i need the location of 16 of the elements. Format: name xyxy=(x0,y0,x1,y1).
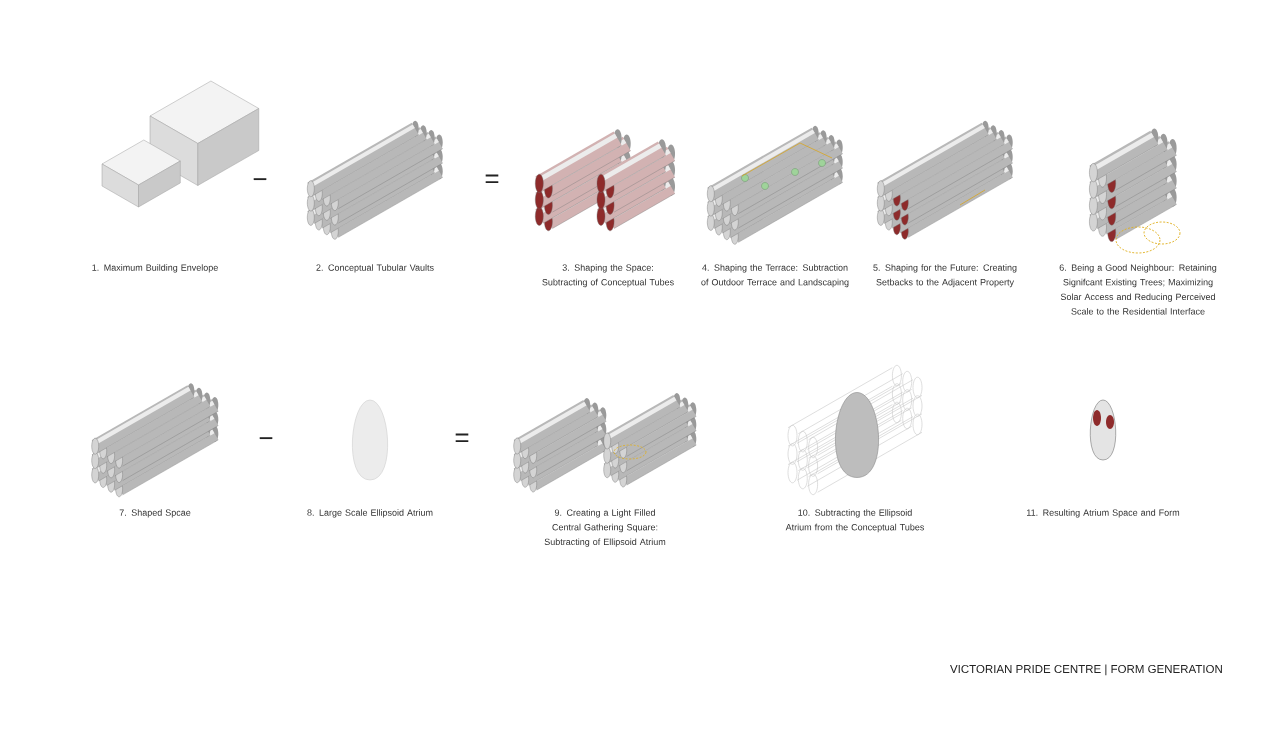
caption: 5. Shaping for the Future: Creating Setbacks to the Adjacent Property xyxy=(873,264,1017,288)
operator-sign: − xyxy=(259,437,273,440)
caption: 1. Maximum Building Envelope xyxy=(92,264,218,273)
operator-sign: − xyxy=(253,178,267,181)
caption: 8. Large Scale Ellipsoid Atrium xyxy=(307,509,433,518)
caption: 6. Being a Good Neighbour: Retaining Signifcant Existing Trees; Maximizing Solar Access and Reducing Perceived Scale to the Residential Interface xyxy=(1059,264,1217,315)
caption: 10. Subtracting the Ellipsoid Atrium from the Conceptual Tubes xyxy=(785,509,925,533)
caption: 4. Shaping the Terrace: Subtraction of Outdoor Terrace and Landscaping xyxy=(701,264,849,288)
caption: 3. Shaping the Space: Subtracting of Conceptual Tubes xyxy=(542,264,674,288)
title: VICTORIAN PRIDE CENTRE | FORM GENERATION xyxy=(950,664,1222,676)
caption: 9. Creating a Light Filled Central Gathering Square: Subtracting of Ellipsoid Atrium xyxy=(544,509,666,547)
caption: 2. Conceptual Tubular Vaults xyxy=(316,264,434,273)
caption: 7. Shaped Spcae xyxy=(119,509,191,518)
operator-sign: = xyxy=(455,433,469,442)
operator-sign: = xyxy=(485,174,499,183)
caption: 11. Resulting Atrium Space and Form xyxy=(1027,509,1180,518)
